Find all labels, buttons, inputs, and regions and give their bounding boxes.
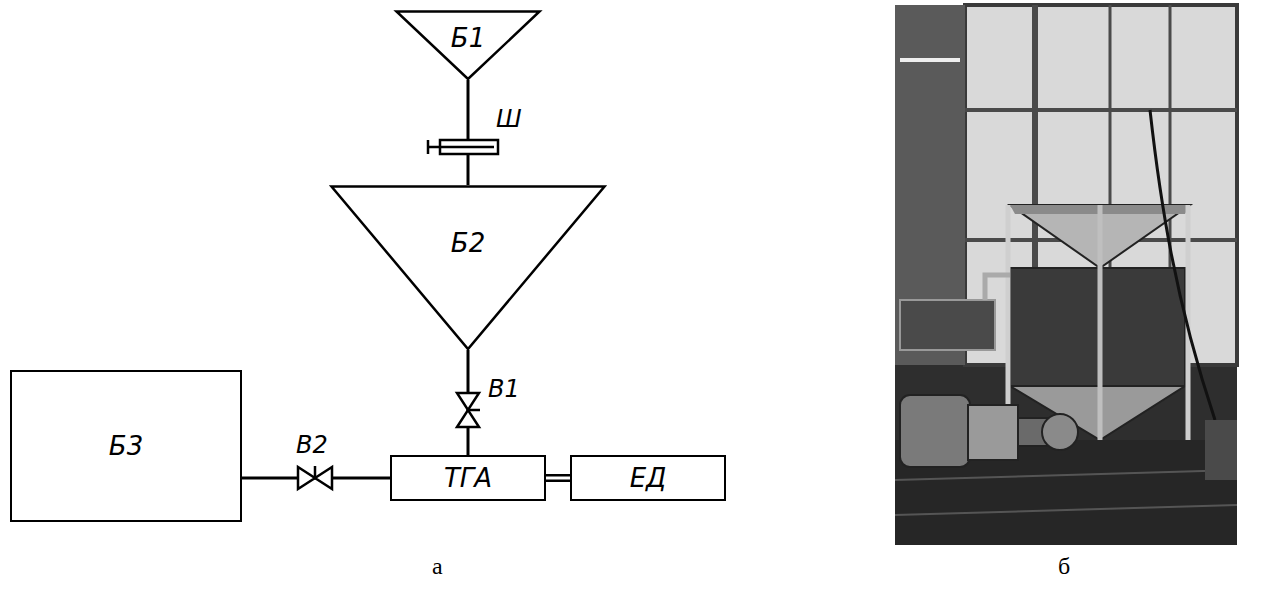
triangle-outline: [330, 185, 606, 350]
hopper-triangle: Б2: [330, 185, 606, 350]
node-label: Б1: [451, 24, 485, 53]
pipe-line: [468, 80, 469, 185]
gate-symbol: [428, 140, 498, 154]
connector-line: [467, 80, 470, 185]
tank-box: Б3: [10, 370, 242, 522]
component-label: Ш: [496, 106, 522, 132]
pump-box: ТГА: [390, 455, 546, 501]
node-label: Б3: [109, 432, 143, 461]
panel-letter: а: [432, 553, 443, 579]
component-label: В2: [296, 432, 328, 458]
panel-letter: б: [1058, 553, 1070, 579]
connector-line: [546, 474, 570, 482]
motor-box: ЕД: [570, 455, 726, 501]
connector-line: [546, 477, 570, 480]
shaft-coupling: [546, 478, 570, 479]
lab-photo: [895, 5, 1237, 545]
valve-symbol: [298, 466, 332, 489]
component-label: В1: [488, 376, 520, 402]
node-label: Б2: [451, 229, 485, 258]
node-label: ТГА: [444, 464, 492, 493]
node-label: ЕД: [630, 464, 667, 493]
hopper-triangle: Б1: [395, 10, 541, 80]
valve-symbol: [457, 393, 480, 427]
